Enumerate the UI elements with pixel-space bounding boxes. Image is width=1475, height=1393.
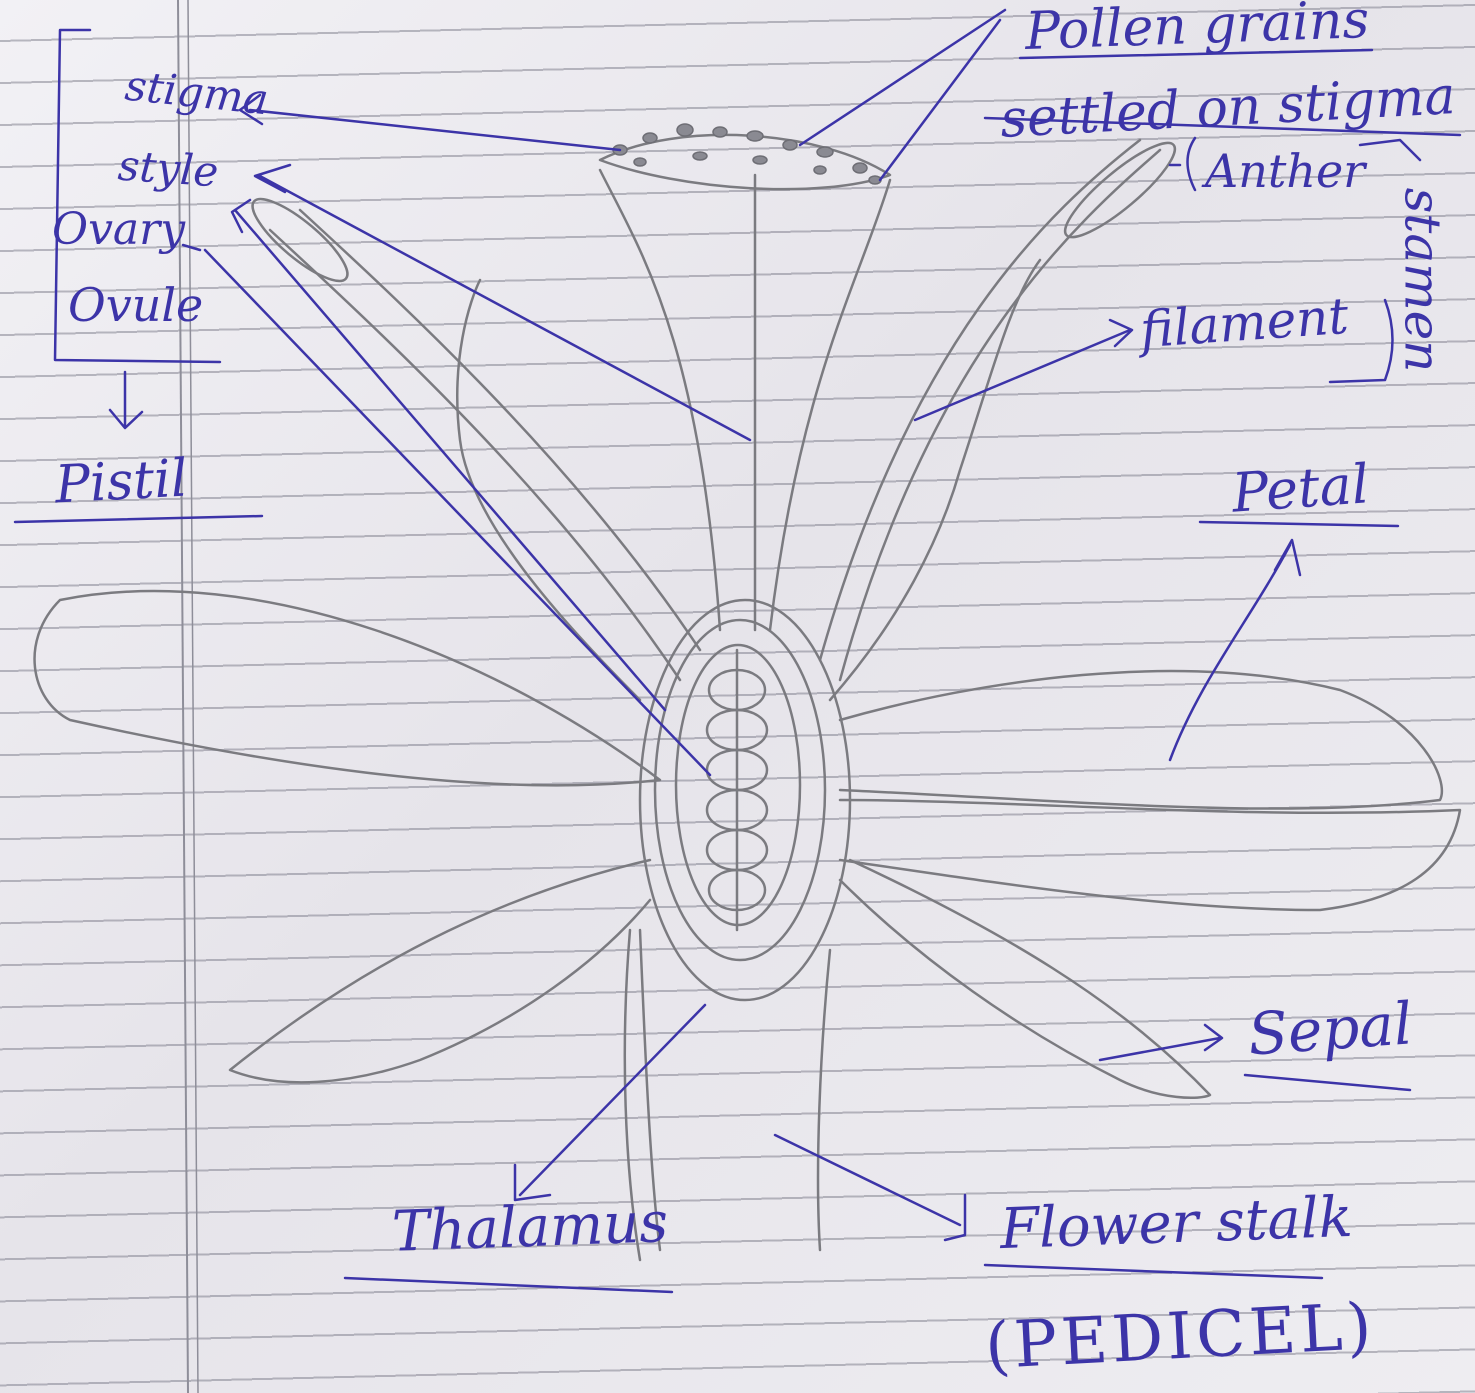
stalk-leader: [775, 1135, 965, 1240]
pistil-arrow: [110, 372, 142, 428]
stamen-right: [820, 140, 1140, 660]
pollen-grain: [853, 163, 867, 173]
label-pedicel: (PEDICEL): [984, 1295, 1377, 1379]
stigma-leader: [240, 95, 620, 150]
ovule-leader: [183, 245, 710, 775]
pollen-grain: [747, 131, 763, 141]
sepal-bottom: [840, 860, 1210, 1098]
pistil-style: [770, 180, 890, 630]
petal-back: [457, 280, 640, 700]
petal-underline: [1200, 522, 1398, 526]
pollen-grain: [634, 158, 646, 166]
pollen-grain: [677, 124, 693, 136]
pollen-grain: [643, 133, 657, 143]
sepal-left: [230, 860, 650, 1082]
label-thalamus: Thalamus: [391, 1195, 669, 1261]
label-pollen-grains: Pollen grains: [1024, 0, 1370, 58]
thalamus-leader: [515, 1005, 705, 1200]
sepal-leader: [1100, 1025, 1222, 1060]
label-filament: filament: [1139, 291, 1350, 355]
label-style: style: [117, 145, 220, 194]
label-pistil: Pistil: [54, 453, 189, 512]
label-ovary: Ovary: [52, 208, 185, 252]
pollen-grain: [753, 156, 767, 164]
label-stamen: stamen: [1397, 188, 1447, 373]
label-flower-stalk: Flower stalk: [999, 1190, 1353, 1258]
sepal-right: [840, 800, 1460, 910]
label-sepal: Sepal: [1246, 994, 1414, 1063]
pollen-grain: [814, 166, 826, 174]
pollen-grain: [693, 152, 707, 160]
style-leader: [255, 165, 750, 440]
petal-leader: [1170, 540, 1300, 760]
pistil-style: [600, 170, 720, 630]
stamen-bracket: [1360, 140, 1420, 160]
stamen-right: [840, 150, 1160, 680]
flower-stalk: [818, 950, 830, 1250]
pistil-underline: [15, 516, 262, 522]
stamen-left: [270, 230, 680, 680]
stalk-underline: [985, 1265, 1322, 1278]
petal-back: [830, 260, 1040, 700]
margin-line: [188, 0, 198, 1393]
ovary-outer: [640, 600, 850, 1000]
pollen-grain: [713, 127, 727, 137]
sepal-underline: [1245, 1075, 1410, 1090]
stamen-left: [300, 210, 700, 650]
label-petal: Petal: [1230, 457, 1370, 520]
petal-right: [840, 671, 1442, 808]
pollen-grain: [783, 140, 797, 150]
label-anther: Anther: [1205, 148, 1365, 194]
label-ovule: Ovule: [68, 282, 203, 328]
pollen-grain: [817, 147, 833, 157]
thalamus-underline: [345, 1278, 672, 1292]
